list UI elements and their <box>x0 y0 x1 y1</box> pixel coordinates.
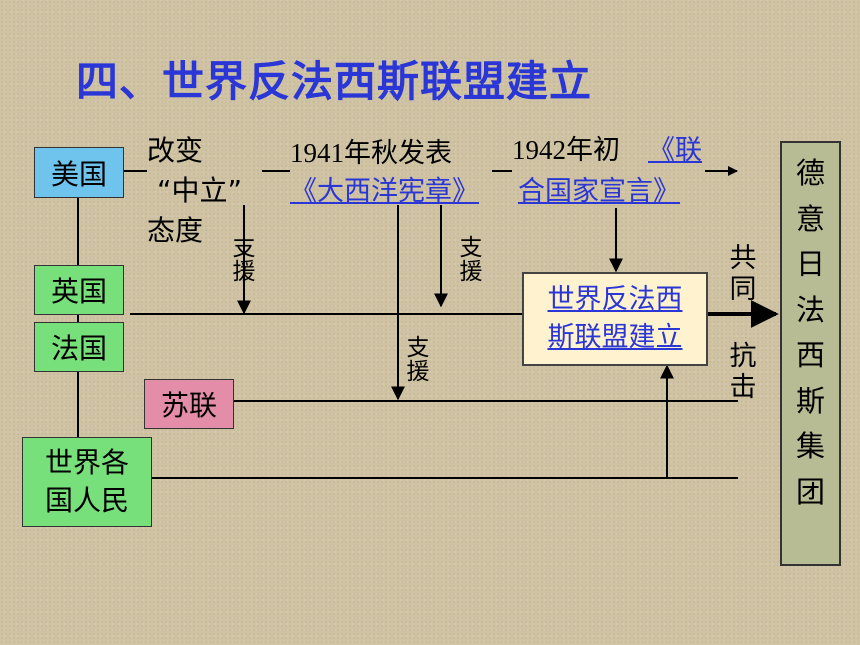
annotation-change-line3: 态度 <box>147 214 204 247</box>
node-usa-label: 美国 <box>50 157 107 191</box>
label-joint-1: 共同 <box>729 243 757 306</box>
node-world-peoples-line2: 国人民 <box>44 484 129 517</box>
annotation-1941-autumn: 1941年秋发表 <box>290 138 452 168</box>
label-joint-2: 抗击 <box>729 341 757 404</box>
annotation-change-line1: 改变 <box>147 134 204 167</box>
node-fascist-bloc: 德意日法西斯集团 <box>780 141 841 566</box>
node-ussr: 苏联 <box>144 379 234 429</box>
label-support-3: 支援 <box>406 335 430 386</box>
node-uk-label: 英国 <box>50 275 107 308</box>
node-alliance-line2[interactable]: 斯联盟建立 <box>547 322 683 353</box>
annotation-change-line2: “中立” <box>157 174 243 207</box>
node-usa: 美国 <box>34 147 124 198</box>
link-declaration-part1[interactable]: 《联 <box>648 135 702 166</box>
annotation-1942-early: 1942年初 <box>512 135 620 165</box>
node-world-peoples: 世界各 国人民 <box>22 437 152 527</box>
node-alliance-line1[interactable]: 世界反法西 <box>547 284 683 315</box>
node-world-peoples-line1: 世界各 <box>44 446 129 479</box>
node-france: 法国 <box>34 322 124 372</box>
node-france-label: 法国 <box>50 332 107 365</box>
annotation-change-neutrality: 改变 “中立” 态度 <box>147 131 242 251</box>
node-ussr-label: 苏联 <box>160 389 217 422</box>
node-antifascist-alliance: 世界反法西 斯联盟建立 <box>522 272 708 366</box>
label-support-1: 支援 <box>232 235 256 286</box>
page-title: 四、世界反法西斯联盟建立 <box>76 57 593 106</box>
node-fascist-bloc-label: 德意日法西斯集团 <box>795 156 825 509</box>
link-atlantic-charter[interactable]: 《大西洋宪章》 <box>290 176 479 207</box>
node-uk: 英国 <box>34 265 124 315</box>
label-support-2: 支援 <box>459 235 483 286</box>
link-declaration-part2[interactable]: 合国家宣言》 <box>518 176 680 207</box>
